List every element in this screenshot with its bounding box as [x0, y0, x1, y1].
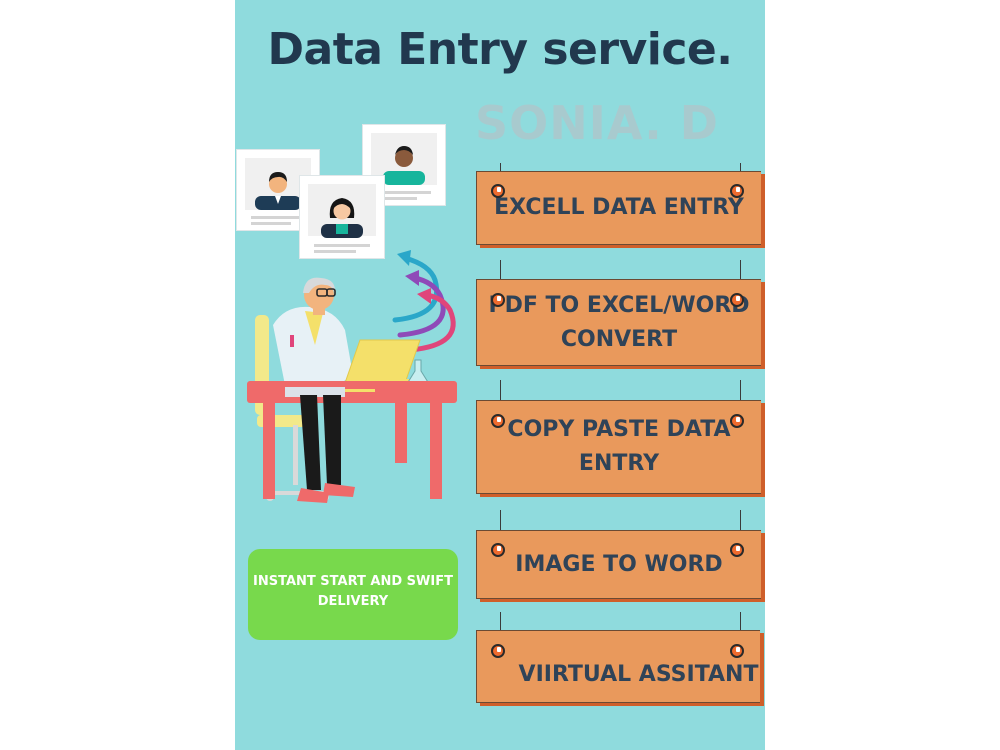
pin-icon [491, 293, 505, 307]
service-label-line1: COPY PASTE DATA [507, 417, 731, 442]
service-label-line1: VIIRTUAL ASSITANT [518, 662, 759, 687]
pin-icon [730, 644, 744, 658]
person-at-desk-illustration [247, 277, 457, 503]
service-label-line1: PDF TO EXCEL/WORD [488, 292, 750, 318]
pin-icon [730, 543, 744, 557]
service-label-line1: EXCELL DATA ENTRY [494, 195, 744, 220]
pin-icon [730, 414, 744, 428]
page-title: Data Entry service. [267, 24, 733, 75]
author-watermark: SONIA. D [475, 96, 719, 150]
delivery-badge: INSTANT START AND SWIFT DELIVERY [248, 549, 458, 640]
pin-icon [730, 293, 744, 307]
service-label-line2: ENTRY [578, 451, 660, 476]
pin-icon [491, 644, 505, 658]
curved-arrow-icon [392, 250, 456, 353]
pin-icon [491, 543, 505, 557]
pin-icon [491, 184, 505, 198]
poster: Data Entry service. SONIA. D [235, 0, 765, 750]
pin-icon [491, 414, 505, 428]
profile-card-icon [300, 176, 384, 258]
service-label-line2: CONVERT [560, 326, 678, 352]
pin-icon [730, 184, 744, 198]
service-label-line1: IMAGE TO WORD [515, 551, 723, 577]
delivery-badge-text: INSTANT START AND SWIFT DELIVERY [253, 573, 453, 609]
